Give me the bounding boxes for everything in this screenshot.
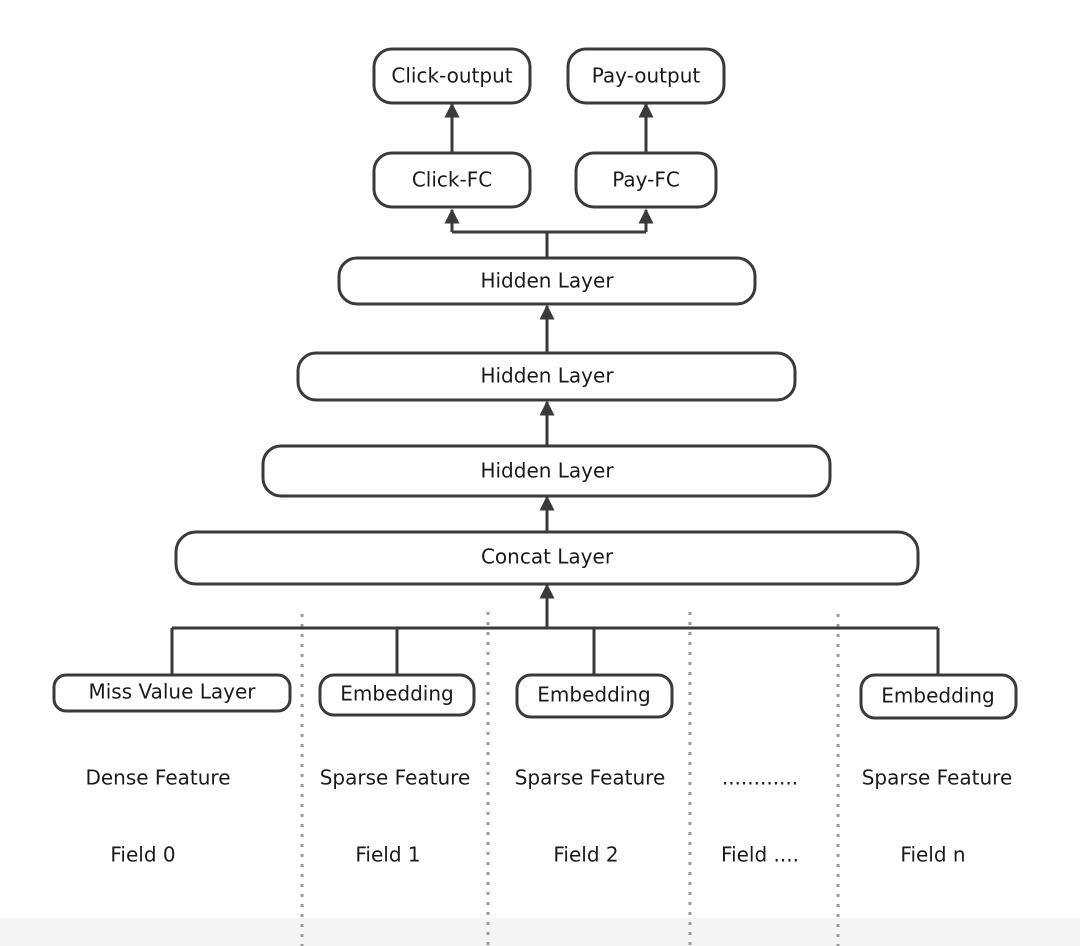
- node-embedding-1-box: [318, 673, 476, 717]
- node-hidden-layer-bottom-label: Hidden Layer: [480, 459, 614, 483]
- field-label: Field 0: [110, 843, 175, 867]
- node-click-output: Click-output: [372, 47, 532, 105]
- node-embedding-n: Embedding: [859, 673, 1018, 720]
- node-hidden-layer-top: Hidden Layer: [337, 256, 757, 306]
- connectors: [170, 102, 940, 674]
- node-click-output-box: [372, 47, 532, 105]
- feature-type-label: Sparse Feature: [862, 766, 1013, 790]
- node-embedding-1-label: Embedding: [340, 682, 453, 706]
- feature-type-label: Dense Feature: [85, 766, 230, 790]
- node-click-fc-box: [372, 151, 532, 209]
- node-embedding-2-box: [515, 673, 674, 719]
- node-click-fc-label: Click-FC: [412, 168, 492, 192]
- node-hidden-layer-top-label: Hidden Layer: [480, 269, 614, 293]
- node-concat-layer-box: [174, 530, 920, 586]
- node-embedding-1: Embedding: [318, 673, 476, 717]
- node-concat-layer: Concat Layer: [174, 530, 920, 586]
- node-click-output-label: Click-output: [391, 64, 512, 88]
- footer-band: [0, 918, 1080, 946]
- node-pay-output-label: Pay-output: [592, 64, 701, 88]
- feature-type-label: Sparse Feature: [320, 766, 471, 790]
- field-label: Field n: [900, 843, 965, 867]
- node-hidden-layer-bottom: Hidden Layer: [261, 444, 832, 498]
- feature-type-label: Sparse Feature: [515, 766, 666, 790]
- node-hidden-layer-top-box: [337, 256, 757, 306]
- node-hidden-layer-middle-box: [296, 351, 797, 402]
- node-embedding-n-label: Embedding: [881, 684, 994, 708]
- column-captions: Dense Feature Sparse Feature Sparse Feat…: [85, 766, 1012, 867]
- node-embedding-2: Embedding: [515, 673, 674, 719]
- node-pay-fc-label: Pay-FC: [612, 168, 680, 192]
- node-embedding-n-box: [859, 673, 1018, 720]
- node-miss-value-layer-box: [52, 673, 292, 713]
- node-hidden-layer-middle: Hidden Layer: [296, 351, 797, 402]
- field-label: Field 2: [553, 843, 618, 867]
- node-embedding-2-label: Embedding: [537, 683, 650, 707]
- node-pay-fc: Pay-FC: [574, 151, 718, 209]
- field-label: Field ....: [721, 843, 799, 867]
- node-pay-output-box: [566, 47, 726, 105]
- feature-type-label: ............: [722, 766, 798, 790]
- node-concat-layer-label: Concat Layer: [481, 545, 614, 569]
- node-pay-output: Pay-output: [566, 47, 726, 105]
- node-click-fc: Click-FC: [372, 151, 532, 209]
- node-hidden-layer-middle-label: Hidden Layer: [480, 364, 614, 388]
- node-miss-value-layer: Miss Value Layer: [52, 673, 292, 713]
- node-pay-fc-box: [574, 151, 718, 209]
- field-label: Field 1: [355, 843, 420, 867]
- node-hidden-layer-bottom-box: [261, 444, 832, 498]
- node-miss-value-layer-label: Miss Value Layer: [88, 680, 256, 704]
